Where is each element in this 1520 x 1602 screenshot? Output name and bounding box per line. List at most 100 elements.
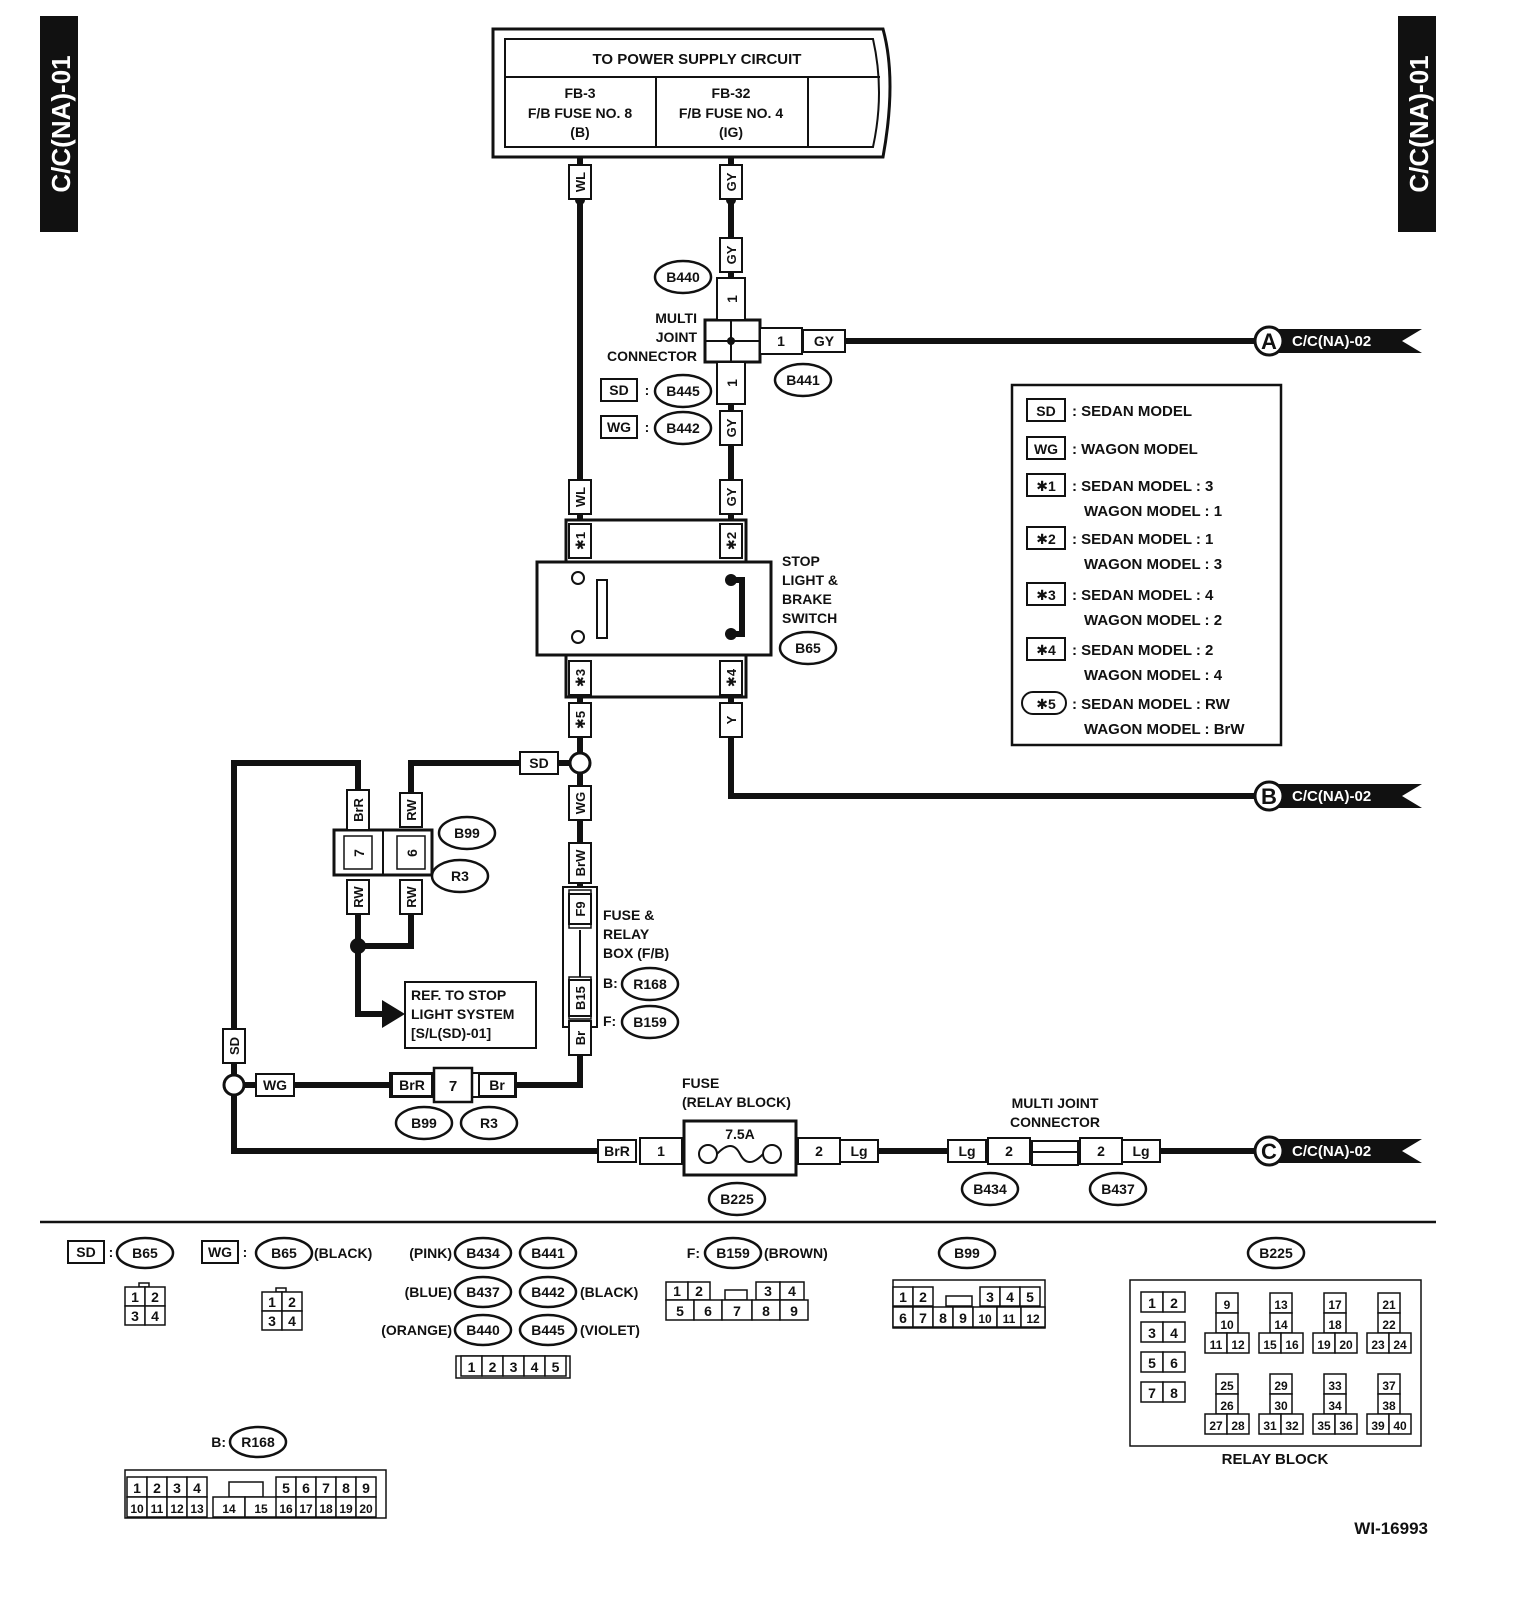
pin-label: 2	[1097, 1143, 1105, 1159]
pin-label: 7	[449, 1078, 457, 1095]
wire-tag: SD	[222, 1028, 246, 1064]
legend-text: WAGON MODEL : 1	[1084, 503, 1222, 520]
wire-color-label: Lg	[1132, 1143, 1149, 1159]
pin-cell: 7	[912, 1306, 934, 1328]
pin-cell: 20	[1334, 1332, 1358, 1354]
pin-number: 1	[899, 1289, 907, 1305]
pin-cell: 9	[952, 1306, 974, 1328]
wire-tag: Lg	[839, 1139, 879, 1163]
wire-tag: Br	[478, 1073, 516, 1097]
legend-key: ✱4	[1036, 642, 1056, 658]
connector-id: B225	[1259, 1245, 1293, 1261]
pin-cell: 20	[355, 1496, 377, 1518]
pin-cell: 3	[979, 1286, 1001, 1307]
fuse-rating: 7.5A	[725, 1126, 755, 1142]
connector-oval: R3	[430, 858, 490, 894]
pin-cell: 1	[126, 1476, 148, 1498]
key-tag	[201, 1240, 239, 1264]
wire-color-label: Br	[489, 1077, 505, 1093]
ref-stop-line-3: [S/L(SD)-01]	[411, 1025, 491, 1041]
connector-id: B159	[716, 1245, 750, 1261]
color-note: (BROWN)	[764, 1245, 828, 1261]
pin-number: 23	[1371, 1338, 1385, 1352]
pin-label: 1	[724, 295, 740, 303]
pin-number: 4	[193, 1480, 201, 1496]
pin-number: 3	[131, 1308, 139, 1324]
wire-tag: BrW	[568, 842, 592, 884]
output-ref-text: C/C(NA)-02	[1292, 1143, 1371, 1160]
pin-cell: 1	[124, 1286, 146, 1307]
pin-cell: 11	[1204, 1332, 1228, 1354]
pin-cell: 2	[281, 1291, 303, 1312]
relay-block-label: RELAY BLOCK	[1222, 1451, 1329, 1468]
wire-color-label: GY	[724, 487, 739, 506]
wire-color-label: ✱2	[724, 532, 739, 550]
pin-number: 3	[268, 1313, 276, 1329]
pin-cell: 3	[755, 1281, 781, 1301]
wire-tag: BrR	[391, 1073, 433, 1097]
pin-number: 26	[1220, 1399, 1234, 1413]
fuse-relay-box-label-2: RELAY	[603, 926, 650, 942]
pin-number: 11	[151, 1502, 164, 1516]
pin-cell: 3	[502, 1355, 525, 1377]
pin-cell: 40	[1388, 1413, 1412, 1435]
colon: :	[645, 419, 650, 435]
legend-row: WG: WAGON MODEL	[1026, 436, 1198, 460]
connector-oval: B440	[453, 1313, 513, 1347]
pin-cell: 34	[1323, 1393, 1347, 1415]
pin-number: 3	[510, 1359, 518, 1375]
pin-cell: 17	[295, 1496, 317, 1518]
wire-brr	[231, 760, 600, 1154]
connector-id: B225	[720, 1191, 754, 1207]
pin-cell: 18	[1323, 1312, 1347, 1334]
stop-switch-label-3: BRAKE	[782, 591, 832, 607]
pin-cell: 38	[1377, 1393, 1401, 1415]
pin-number: 8	[342, 1480, 350, 1496]
wire-color-label: GY	[724, 418, 739, 437]
pin-cell: 16	[1280, 1332, 1304, 1354]
wire-color-label: BrR	[604, 1143, 630, 1159]
pin-cell: 12	[1020, 1306, 1046, 1328]
pin-cell: 10	[126, 1496, 148, 1518]
f-prefix: F:	[687, 1245, 700, 1261]
pin-cell: 5	[544, 1355, 567, 1377]
connector-oval: B65	[254, 1236, 314, 1270]
wire-tag: GY	[719, 237, 743, 273]
pin-number: 15	[1263, 1338, 1277, 1352]
pin-number: 24	[1393, 1338, 1407, 1352]
output-letter: A	[1261, 329, 1277, 354]
connector-oval: B445	[518, 1313, 578, 1347]
pin-cell: 19	[335, 1496, 357, 1518]
connector-oval: B99	[394, 1105, 454, 1141]
pin-cell: 19	[1312, 1332, 1336, 1354]
connector-oval: R168	[228, 1425, 288, 1459]
pin-number: 3	[986, 1289, 994, 1305]
pin-number: 10	[978, 1312, 992, 1326]
pin-number: 1	[468, 1359, 476, 1375]
pin-cell: 1	[665, 1281, 689, 1301]
connector-id: B440	[666, 269, 700, 285]
colon: :	[109, 1244, 114, 1260]
pin-number: 36	[1339, 1419, 1353, 1433]
pin-number: 17	[299, 1502, 313, 1516]
pin-cell: 3	[124, 1305, 146, 1326]
connector-oval: B99	[437, 815, 497, 851]
ref-arrow-head	[382, 1000, 405, 1028]
key-tag	[67, 1240, 105, 1264]
pin-cell: 3	[166, 1476, 188, 1498]
fuse-relay-box-label-1: FUSE &	[603, 907, 654, 923]
pin-cell: 6	[295, 1476, 317, 1498]
pin-cell: 17	[1323, 1292, 1347, 1314]
connector-oval: B434	[453, 1236, 513, 1270]
pin-number: 6	[899, 1310, 907, 1326]
pin-cell: 9	[779, 1299, 809, 1321]
ref-stop-line-2: LIGHT SYSTEM	[411, 1006, 514, 1022]
pin-cell: 14	[212, 1496, 246, 1518]
